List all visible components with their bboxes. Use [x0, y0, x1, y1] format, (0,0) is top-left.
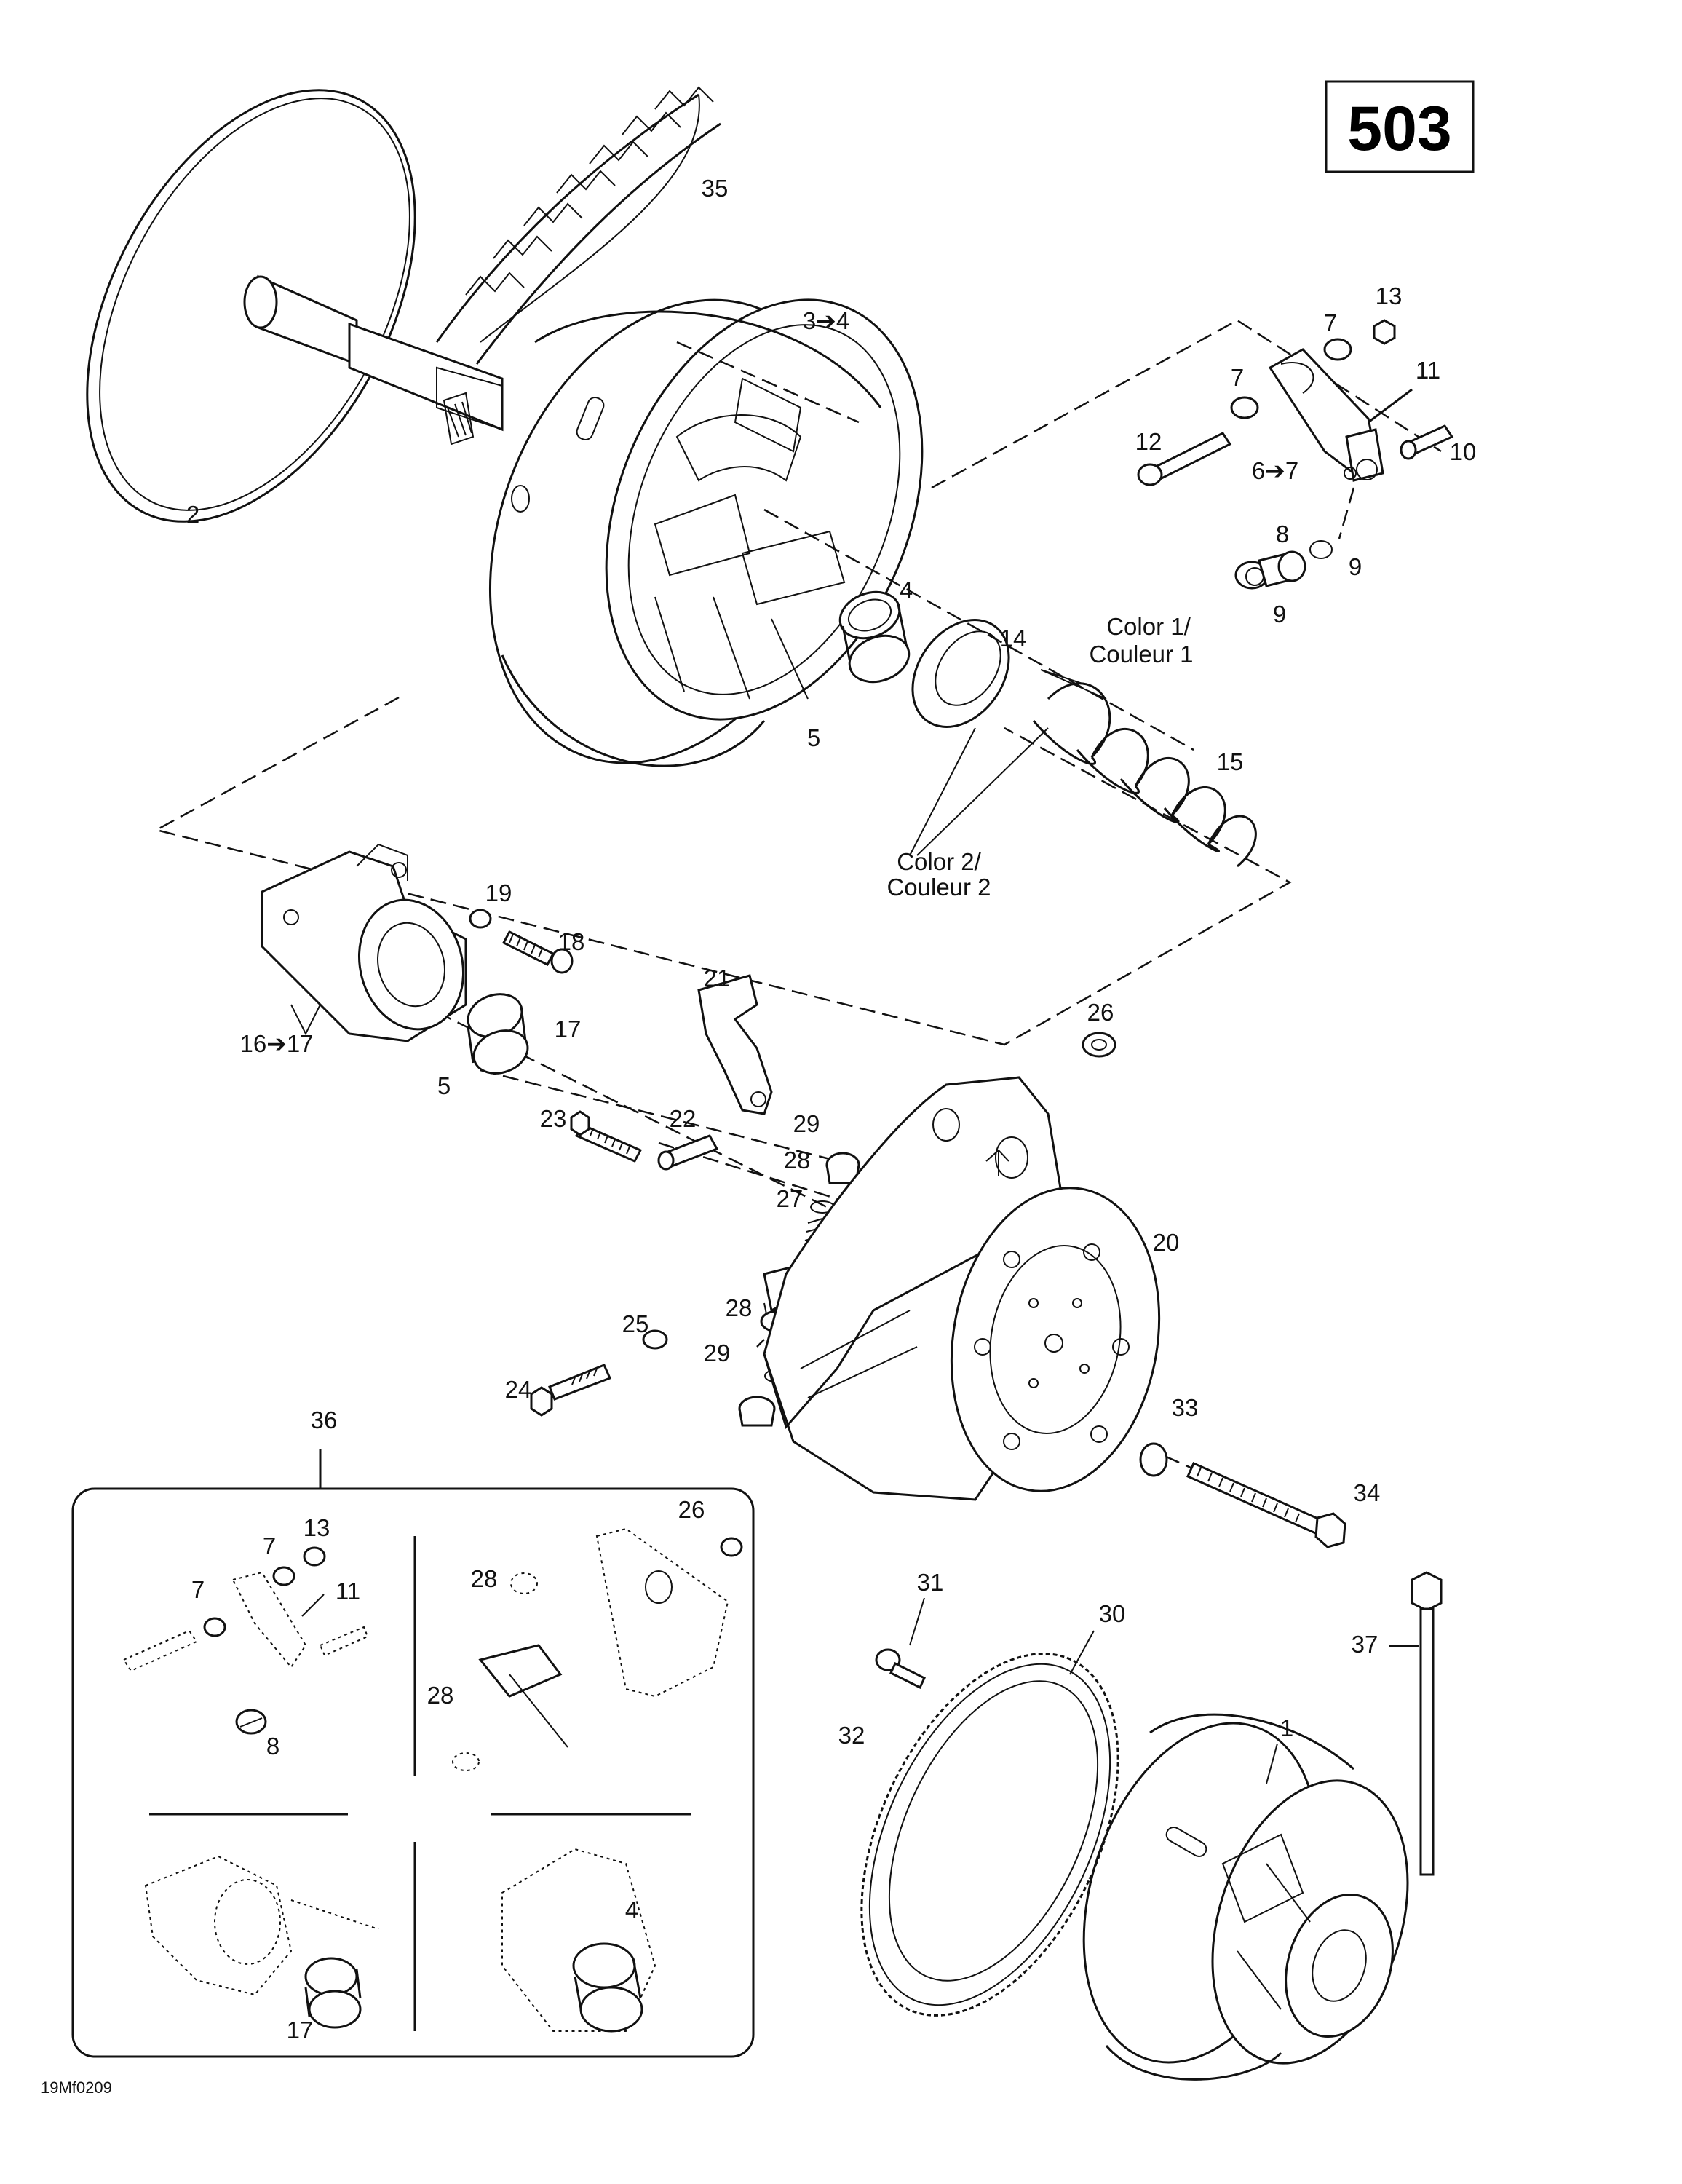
callout-15: 15 [1217, 748, 1244, 775]
callout-6-7: 6➔7 [1252, 457, 1298, 484]
inset-callout-28-lower: 28 [427, 1682, 454, 1709]
part-4-bushing [838, 590, 911, 684]
callout-12: 12 [1135, 428, 1162, 455]
callout-21: 21 [704, 965, 731, 992]
callout-2: 2 [186, 501, 199, 528]
callout-5-lower: 5 [437, 1072, 451, 1099]
part-3-movable-sheave [489, 298, 924, 767]
callout-14: 14 [1000, 625, 1027, 652]
part-30-ring-gear [860, 1653, 1119, 2017]
callout-9-left: 9 [1273, 601, 1286, 628]
callout-27: 27 [777, 1185, 804, 1212]
callout-32: 32 [838, 1722, 865, 1749]
page-number: 503 [1347, 94, 1452, 164]
page-number-box: 503 [1325, 80, 1475, 173]
callout-17: 17 [555, 1016, 582, 1042]
part-26-nut [1082, 1032, 1116, 1058]
callout-29-lower: 29 [704, 1340, 731, 1366]
color-2-label-fr: Couleur 2 [886, 874, 991, 901]
callout-28-lower: 28 [726, 1294, 753, 1321]
callout-19: 19 [485, 879, 512, 906]
part-37-bolt [1411, 1571, 1443, 1876]
inset-callout-17: 17 [287, 2017, 314, 2043]
part-20-drive-hub [763, 1076, 1161, 1501]
callout-35: 35 [702, 175, 729, 202]
callout-3-4: 3➔4 [803, 307, 849, 334]
inset-callout-4: 4 [625, 1896, 638, 1923]
inset-callout-28-upper: 28 [471, 1565, 498, 1592]
callout-8: 8 [1276, 521, 1289, 547]
callout-34: 34 [1354, 1479, 1381, 1506]
callout-7-right: 7 [1324, 309, 1337, 336]
part-18-19-bolt-washer [469, 909, 574, 974]
inset-callout-11: 11 [336, 1578, 360, 1605]
callout-10: 10 [1450, 438, 1477, 465]
color-1-label-fr: Couleur 1 [1089, 641, 1193, 668]
inset-callout-13: 13 [304, 1514, 330, 1541]
part-15-spring [1032, 682, 1257, 868]
callout-23: 23 [540, 1105, 567, 1132]
inset-callout-26: 26 [678, 1496, 705, 1523]
part-16-spider [261, 843, 467, 1042]
part-35-drive-belt [435, 86, 721, 365]
callout-30: 30 [1099, 1600, 1126, 1627]
callout-11: 11 [1416, 357, 1440, 384]
callout-9-right: 9 [1349, 553, 1362, 580]
lever-arm-assembly [1137, 319, 1454, 590]
callout-24: 24 [505, 1376, 532, 1403]
inset-callout-7-lower: 7 [191, 1576, 205, 1603]
part-31-screw [875, 1648, 926, 1690]
inset-kit-36 [71, 1449, 755, 2058]
callout-1: 1 [1280, 1714, 1293, 1741]
part-24-25-bolt-washer [530, 1329, 668, 1417]
callout-36: 36 [311, 1406, 338, 1433]
inset-callout-labels: 7 7 8 11 13 26 28 28 17 4 [191, 1496, 705, 2043]
drawing-reference: 19Mf0209 [41, 2078, 112, 2097]
callout-26: 26 [1087, 999, 1114, 1026]
callout-22: 22 [670, 1105, 697, 1132]
color-1-label-en: Color 1/ [1106, 613, 1191, 640]
callout-37: 37 [1352, 1631, 1378, 1658]
callout-7-left: 7 [1231, 364, 1244, 391]
part-1-housing [1082, 1713, 1409, 2081]
color-notes: Color 1/ Couleur 1 Color 2/ Couleur 2 [886, 613, 1193, 901]
inset-callout-8: 8 [266, 1733, 279, 1760]
part-14-washer [911, 619, 1010, 728]
callout-31: 31 [917, 1569, 944, 1596]
callout-16-17: 16➔17 [239, 1030, 313, 1057]
callout-labels: 1 2 3➔4 4 5 5 6➔7 7 7 8 9 9 10 11 12 13 … [186, 175, 1477, 1749]
callout-18: 18 [558, 928, 585, 955]
part-33-34-washer-bolt [1139, 1442, 1346, 1548]
callout-25: 25 [622, 1310, 649, 1337]
callout-33: 33 [1172, 1394, 1199, 1421]
callout-leader-lines [909, 669, 1419, 1784]
part-21-22-23-link-pin-bolt [570, 974, 773, 1171]
inset-callout-7-upper: 7 [263, 1532, 276, 1559]
part-17-bushing [467, 993, 529, 1075]
color-2-label-en: Color 2/ [897, 848, 981, 875]
callout-5-upper: 5 [807, 724, 820, 751]
part-2-fixed-sheave-shaft [86, 89, 504, 523]
callout-20: 20 [1153, 1229, 1180, 1256]
callout-29-upper: 29 [793, 1110, 820, 1137]
callout-28-upper: 28 [784, 1147, 811, 1174]
callout-13: 13 [1376, 282, 1403, 309]
callout-4: 4 [900, 577, 913, 604]
